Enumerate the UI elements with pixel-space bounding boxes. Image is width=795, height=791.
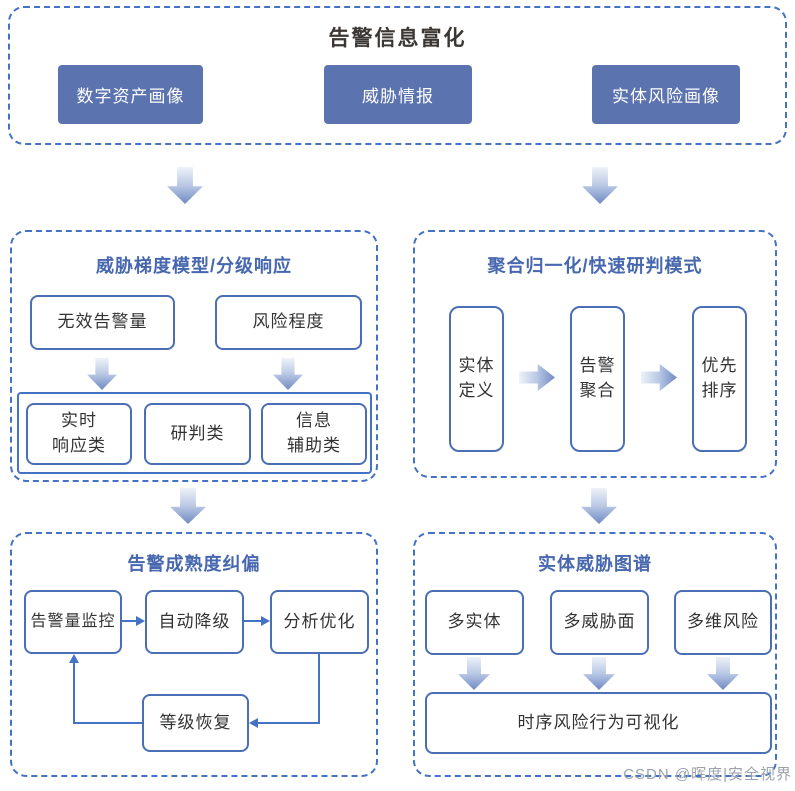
box-multi-entity: 多实体 bbox=[425, 590, 524, 655]
arrow-down-icon bbox=[167, 167, 203, 204]
panel-alert-enrichment-title: 告警信息富化 bbox=[328, 27, 467, 50]
box-temporal-risk-visualization: 时序风险行为可视化 bbox=[425, 692, 772, 754]
panel-threat-gradient-title: 威胁梯度模型/分级响应 bbox=[96, 256, 292, 276]
arrowhead-left-icon bbox=[249, 718, 258, 728]
arrow-down-icon bbox=[582, 167, 618, 204]
box-invalid-alert-volume: 无效告警量 bbox=[30, 295, 175, 350]
box-alert-volume-monitoring: 告警量监控 bbox=[24, 590, 122, 654]
container-response-classes: 实时 响应类 研判类 信息 辅助类 bbox=[17, 392, 372, 474]
box-entity-definition: 实体 定义 bbox=[449, 306, 504, 452]
box-analysis-optimization: 分析优化 bbox=[270, 590, 369, 654]
panel-aggregation-normalization: 聚合归一化/快速研判模式 实体 定义 告警 聚合 优先 排序 bbox=[413, 230, 777, 478]
panel-threat-gradient-model: 威胁梯度模型/分级响应 无效告警量 风险程度 实时 响应类 研判类 信息 辅助类 bbox=[10, 230, 378, 482]
panel-alert-maturity-correction: 告警成熟度纠偏 告警量监控 自动降级 分析优化 等级恢复 bbox=[10, 532, 378, 777]
panel-maturity-title: 告警成熟度纠偏 bbox=[127, 554, 261, 574]
arrow-down-icon bbox=[170, 488, 206, 524]
box-analysis-class: 研判类 bbox=[144, 403, 251, 465]
connector-line bbox=[73, 663, 75, 724]
panel-threat-graph-title: 实体威胁图谱 bbox=[538, 554, 652, 574]
connector-line bbox=[318, 654, 320, 724]
box-multi-threat-surface: 多威胁面 bbox=[550, 590, 649, 655]
box-auto-downgrade: 自动降级 bbox=[145, 590, 244, 654]
connector-line bbox=[73, 722, 142, 724]
box-risk-level: 风险程度 bbox=[215, 295, 362, 350]
box-multi-dimension-risk: 多维风险 bbox=[674, 590, 772, 655]
arrow-right-icon bbox=[641, 364, 677, 391]
arrowhead-right-icon bbox=[136, 616, 145, 626]
box-alert-aggregation: 告警 聚合 bbox=[570, 306, 625, 452]
box-level-recovery: 等级恢复 bbox=[142, 694, 249, 752]
box-entity-risk-profile: 实体风险画像 bbox=[592, 65, 740, 124]
arrowhead-right-icon bbox=[261, 616, 270, 626]
arrow-right-icon bbox=[519, 364, 555, 391]
box-threat-intel: 威胁情报 bbox=[324, 65, 472, 124]
box-digital-asset-profile: 数字资产画像 bbox=[58, 65, 203, 124]
connector-line bbox=[122, 620, 137, 622]
panel-aggregation-title: 聚合归一化/快速研判模式 bbox=[487, 256, 703, 276]
box-priority-ranking: 优先 排序 bbox=[692, 306, 747, 452]
box-realtime-response-class: 实时 响应类 bbox=[26, 403, 132, 465]
arrow-down-icon bbox=[581, 488, 617, 524]
panel-entity-threat-graph: 实体威胁图谱 多实体 多威胁面 多维风险 时序风险行为可视化 bbox=[413, 532, 777, 777]
arrow-down-icon bbox=[87, 358, 117, 390]
arrowhead-up-icon bbox=[69, 654, 79, 663]
arrow-down-icon bbox=[583, 657, 615, 690]
arrow-down-icon bbox=[458, 657, 490, 690]
box-info-assist-class: 信息 辅助类 bbox=[261, 403, 367, 465]
connector-line bbox=[258, 722, 320, 724]
arrow-down-icon bbox=[707, 657, 739, 690]
panel-alert-enrichment: 告警信息富化 数字资产画像 威胁情报 实体风险画像 bbox=[8, 6, 787, 145]
watermark: CSDN @晖度|安全视界 bbox=[623, 766, 792, 783]
connector-line bbox=[244, 620, 261, 622]
arrow-down-icon bbox=[273, 358, 303, 390]
